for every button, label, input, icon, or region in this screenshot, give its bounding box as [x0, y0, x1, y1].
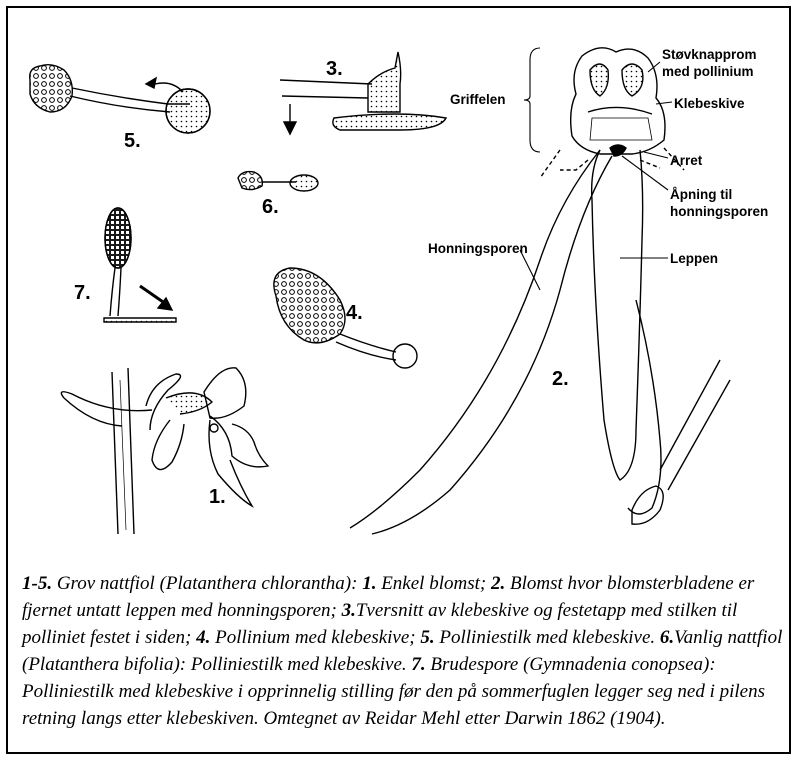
caption-part: 2.	[491, 573, 505, 594]
caption-part: 6.	[660, 627, 674, 648]
caption-part: Polliniestilk med klebeskive.	[435, 627, 660, 648]
caption-part: 1-5.	[22, 573, 52, 594]
figure-number-5: 5.	[124, 130, 141, 153]
label-apning-til: Åpning til	[670, 186, 732, 203]
caption-part: 5.	[420, 627, 434, 648]
label-honningsporen-apning: honningsporen	[670, 203, 768, 220]
fig5-drawing	[30, 65, 210, 133]
figure-number-3: 3.	[326, 58, 343, 81]
caption-part: Grov nattfiol (Platanthera chlorantha):	[52, 573, 362, 594]
figure-caption: 1-5. Grov nattfiol (Platanthera chlorant…	[22, 570, 784, 732]
caption-part: 4.	[196, 627, 210, 648]
label-med-pollinium: med pollinium	[662, 63, 754, 80]
caption-part: Pollinium med klebeskive;	[210, 627, 420, 648]
fig1-drawing	[61, 368, 268, 534]
caption-part: 3.	[342, 600, 356, 621]
label-klebeskive: Klebeskive	[674, 95, 745, 112]
caption-part: 1.	[362, 573, 376, 594]
label-arret: Arret	[670, 152, 702, 169]
fig3-drawing	[280, 52, 446, 134]
label-honningsporen: Honningsporen	[428, 240, 528, 257]
figure-number-7: 7.	[74, 282, 91, 305]
caption-part: Enkel blomst;	[376, 573, 491, 594]
figure-number-2: 2.	[552, 368, 569, 391]
fig7-drawing	[104, 208, 176, 322]
fig6-drawing	[238, 172, 318, 191]
figure-number-1: 1.	[209, 486, 226, 509]
label-griffelen: Griffelen	[450, 91, 506, 108]
label-stovknapprom: Støvknapprom	[662, 46, 757, 63]
caption-part: 7.	[411, 654, 425, 675]
figure-number-6: 6.	[262, 196, 279, 219]
label-leppen: Leppen	[670, 250, 718, 267]
orchid-illustration	[0, 0, 801, 560]
figure-number-4: 4.	[346, 302, 363, 325]
